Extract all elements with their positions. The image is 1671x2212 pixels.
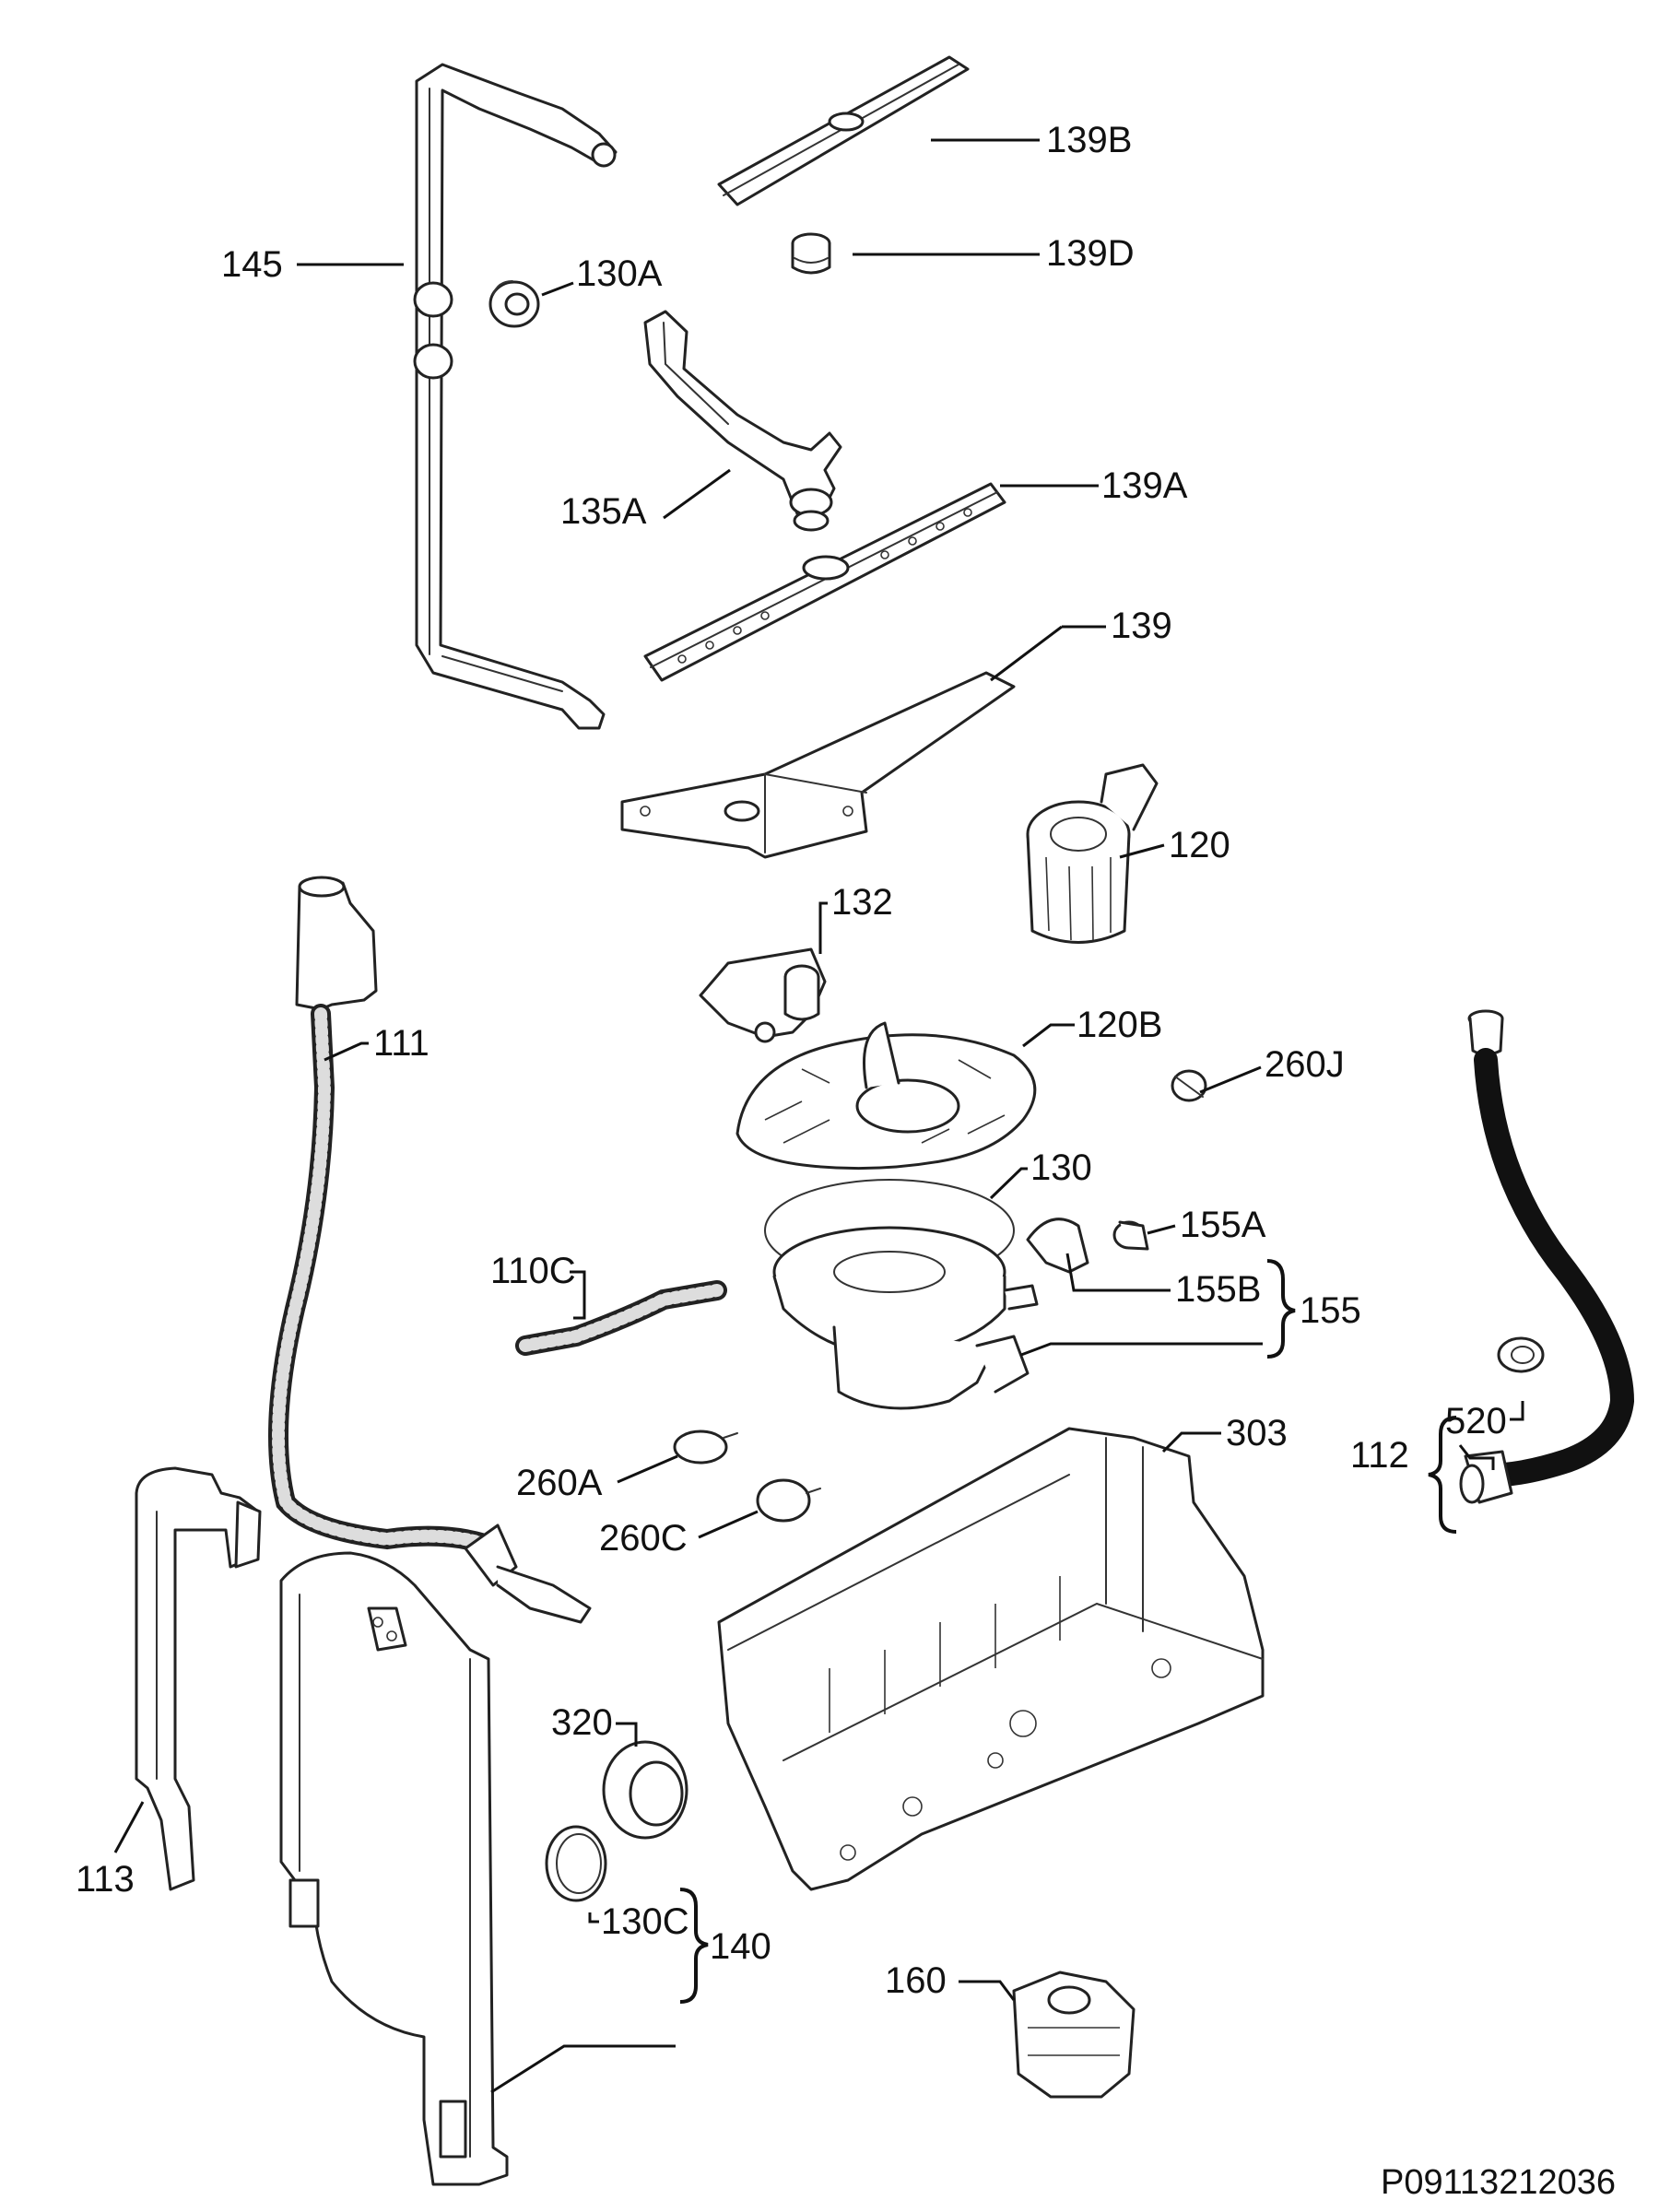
label-260J: 260J <box>1265 1044 1345 1085</box>
part-135A-supply-arm <box>643 310 842 532</box>
label-110C: 110C <box>490 1251 576 1291</box>
label-320: 320 <box>551 1702 613 1743</box>
label-111: 111 <box>373 1023 430 1064</box>
label-145: 145 <box>221 244 283 285</box>
part-155B-cover <box>1026 1218 1089 1274</box>
part-155A-connector <box>1112 1220 1149 1251</box>
label-130C: 130C <box>601 1901 689 1942</box>
leader-lines <box>113 138 1524 2094</box>
label-120: 120 <box>1169 825 1230 865</box>
label-155B: 155B <box>1175 1269 1261 1310</box>
label-139A: 139A <box>1101 465 1188 506</box>
label-303: 303 <box>1226 1413 1288 1453</box>
label-130: 130 <box>1030 1147 1092 1188</box>
label-155A: 155A <box>1180 1205 1266 1245</box>
brace-140 <box>679 1888 709 2004</box>
brace-155 <box>1266 1259 1296 1359</box>
label-260C: 260C <box>599 1518 688 1559</box>
part-labels: 139B 139D 145 130A 135A 139A 139 120 132… <box>76 120 1616 2202</box>
part-111-drain-hose <box>268 876 592 1624</box>
part-140-softener <box>279 1551 509 2186</box>
part-120-filter <box>1026 763 1159 944</box>
part-260J-clip <box>1171 1069 1207 1102</box>
part-130A-seal <box>488 280 540 328</box>
part-139B-top-spray-arm <box>717 55 970 206</box>
part-260A-clamp <box>673 1430 738 1465</box>
label-120B: 120B <box>1077 1005 1162 1045</box>
part-112-inlet-hose <box>1459 1009 1635 1504</box>
label-520: 520 <box>1445 1401 1507 1441</box>
label-130A: 130A <box>576 253 663 294</box>
part-320-seal <box>602 1740 688 1840</box>
part-130C-seal <box>545 1825 607 1902</box>
label-139: 139 <box>1111 606 1172 646</box>
part-132-valve-bracket <box>699 947 827 1043</box>
part-113-pipe <box>135 1466 262 1891</box>
part-120B-filter-plate <box>735 1021 1037 1171</box>
part-139D-nozzle-nut <box>791 232 831 275</box>
part-303-base <box>717 1427 1265 1891</box>
label-132: 132 <box>831 882 893 923</box>
label-139B: 139B <box>1046 120 1132 160</box>
label-140: 140 <box>710 1926 771 1967</box>
document-id: P09113212036 <box>1381 2163 1616 2202</box>
label-155: 155 <box>1300 1290 1361 1331</box>
label-112: 112 <box>1350 1435 1409 1476</box>
part-139A-middle-spray-arm <box>643 482 1006 682</box>
part-110C-hose <box>515 1280 727 1356</box>
label-160: 160 <box>885 1960 947 2001</box>
label-135A: 135A <box>560 491 647 532</box>
part-160-pump <box>1012 1971 1136 2099</box>
label-260A: 260A <box>516 1463 603 1503</box>
brace-112 <box>1428 1416 1457 1534</box>
braces <box>679 1259 1457 2004</box>
part-145-spray-pipe <box>413 63 618 730</box>
part-139-lower-spray-arm <box>620 671 1016 859</box>
label-113: 113 <box>76 1859 135 1900</box>
part-520-valve-ring <box>1497 1336 1545 1373</box>
part-130-sump-assembly <box>764 1179 1039 1410</box>
part-260C-clamp <box>756 1478 821 1523</box>
label-139D: 139D <box>1046 233 1135 274</box>
